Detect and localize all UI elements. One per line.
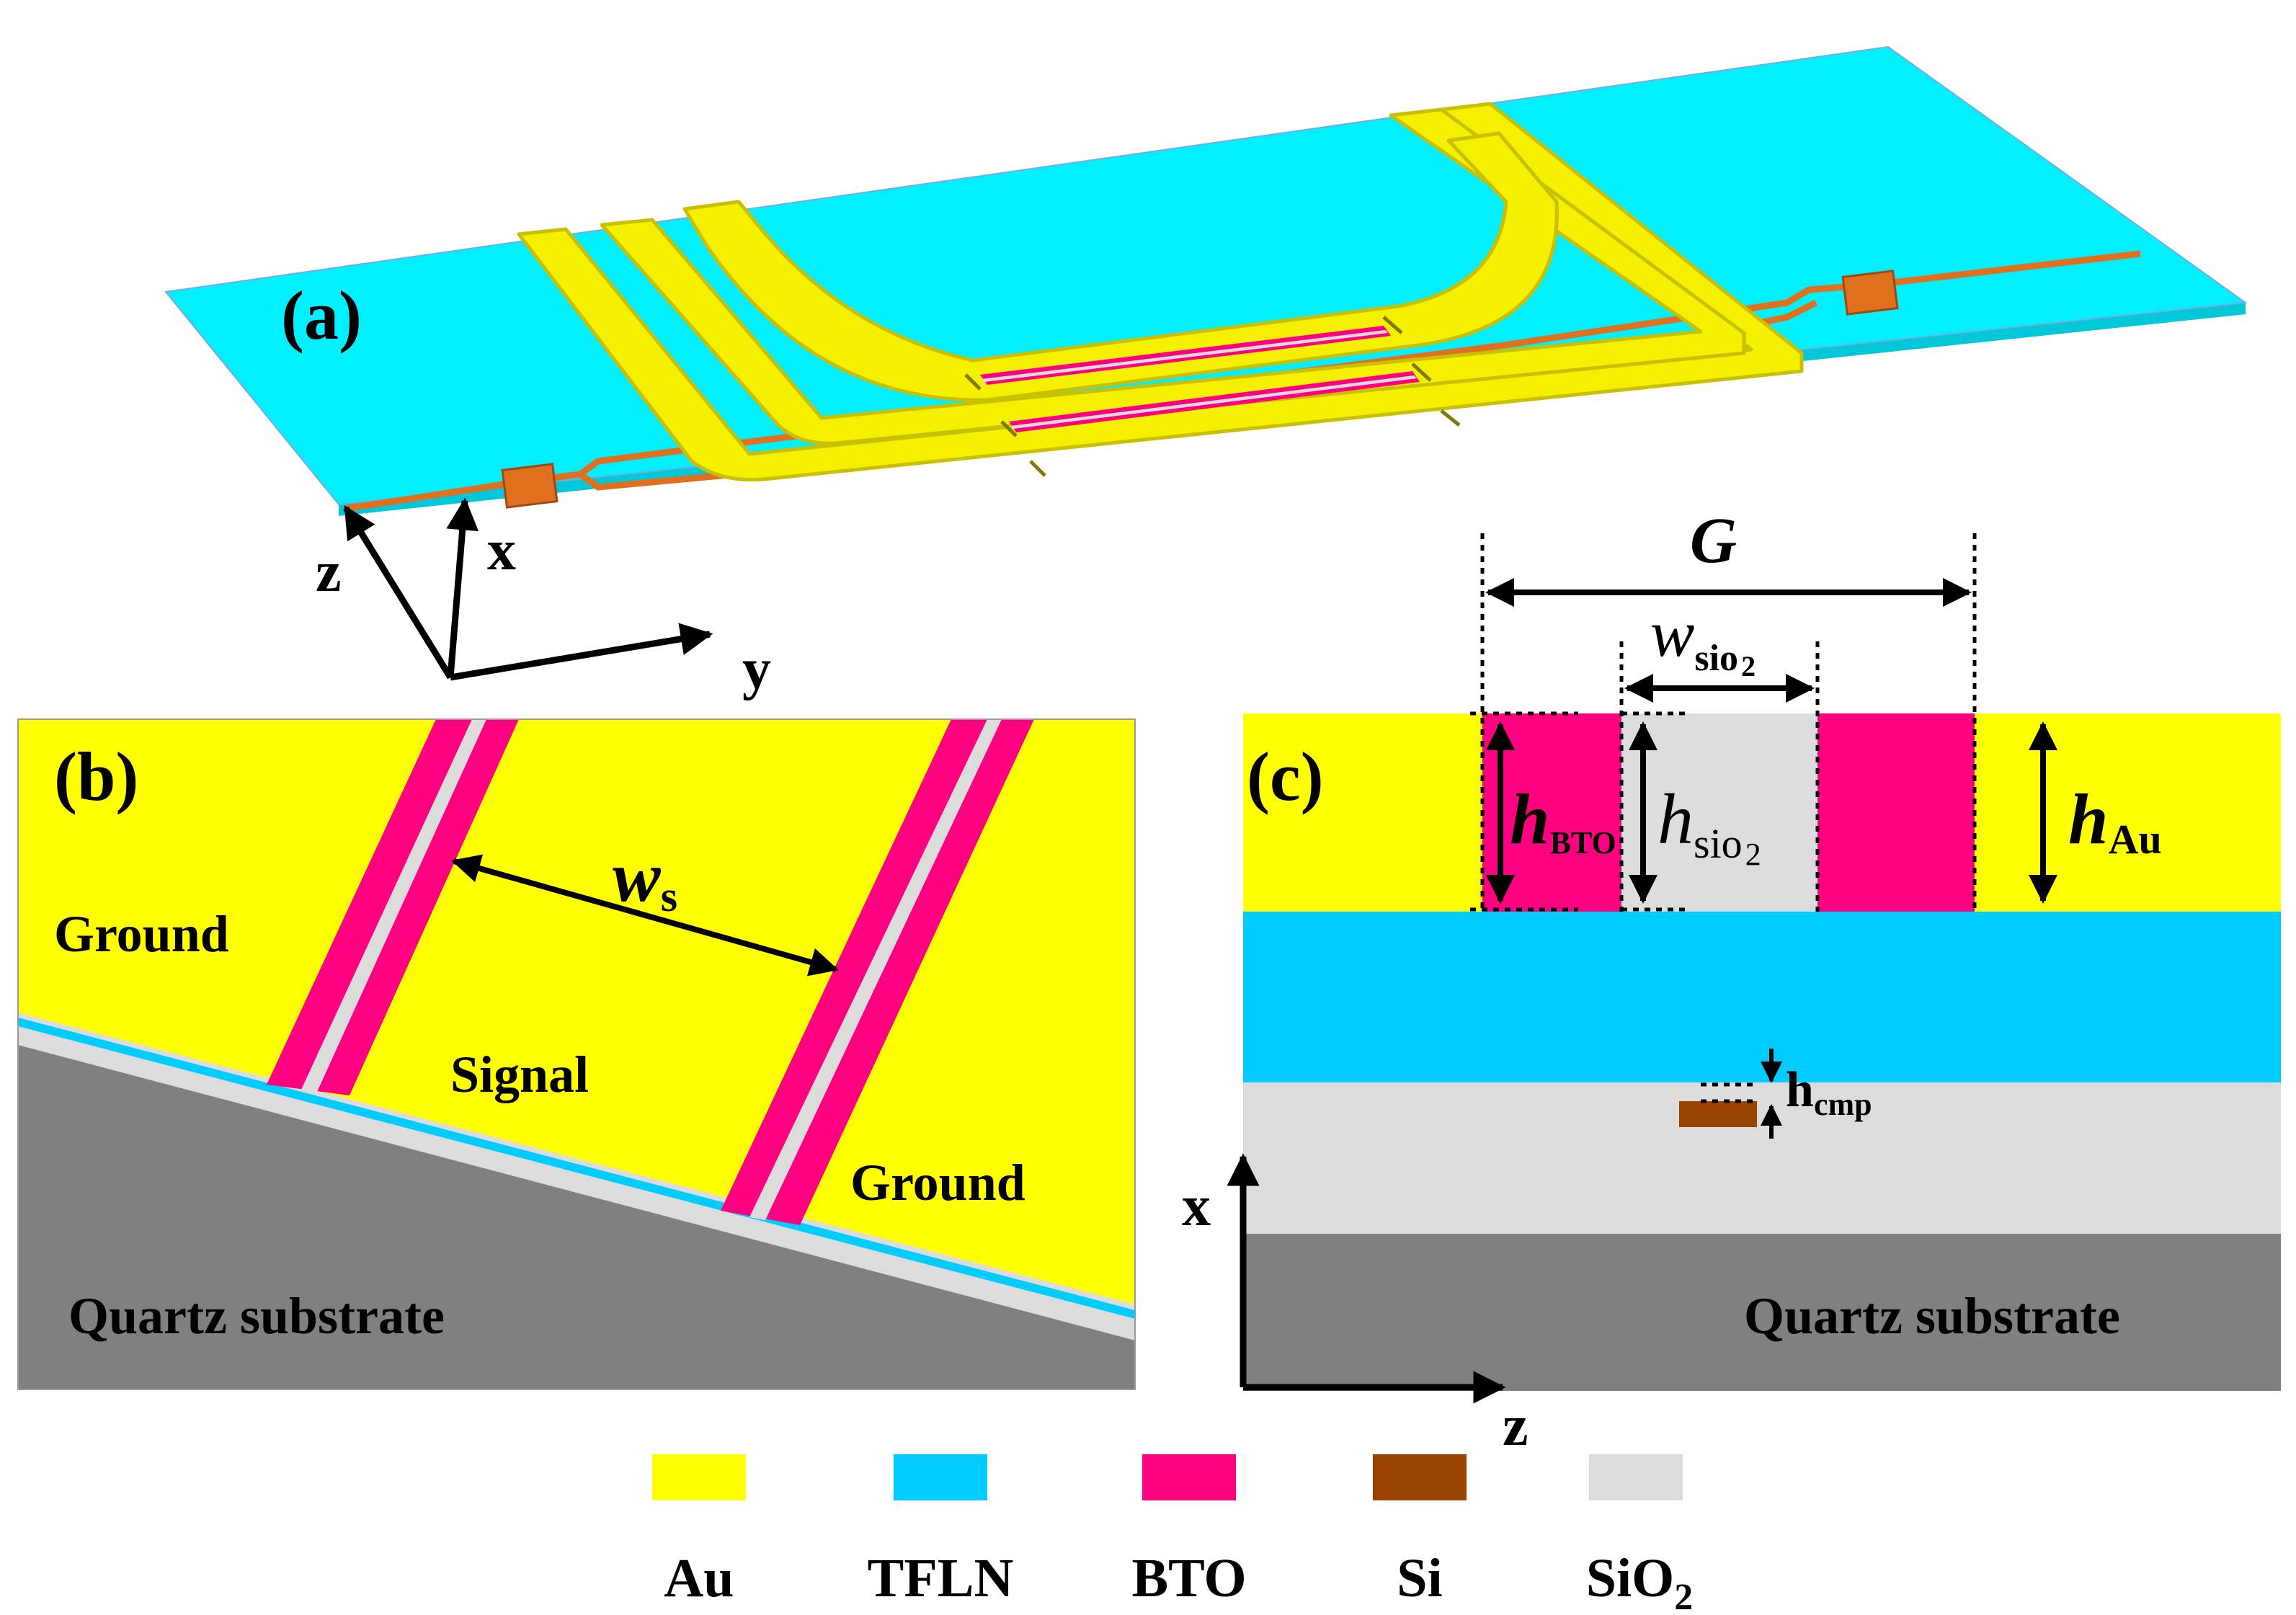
panel-b: (b) Ground Signal Ground Quartz substrat… <box>17 718 1136 1390</box>
h-au-label: hAu <box>2068 779 2162 863</box>
grating-coupler-left <box>501 463 559 509</box>
phase-shifter-strips <box>980 326 1420 432</box>
gap-g-label: G <box>1690 505 1737 577</box>
legend-label-sio2: SiO2 <box>1586 1548 1694 1615</box>
sio2-slot <box>1621 713 1817 912</box>
axis-y-label-a: y <box>742 638 771 701</box>
panel-b-quartz <box>18 1045 1135 1389</box>
legend-label-si: Si <box>1397 1548 1442 1609</box>
strip-right <box>721 719 1034 1225</box>
ws-arrow <box>451 854 839 976</box>
dimension-arrows <box>1485 578 2057 1139</box>
ground-left-label: Ground <box>54 905 229 963</box>
legend-swatch-au <box>652 1454 746 1500</box>
signal-label: Signal <box>450 1046 589 1103</box>
h-bto-label: hBTO <box>1510 779 1616 860</box>
h-cmp-label: hcmp <box>1786 1062 1872 1122</box>
legend-label-au: Au <box>664 1548 734 1609</box>
layer-tfln <box>1243 912 2281 1082</box>
substrate-label-b: Quartz substrate <box>68 1287 445 1345</box>
panel-a-label: (a) <box>281 277 362 354</box>
substrate-label-c: Quartz substrate <box>1744 1287 2120 1345</box>
legend-swatch-bto <box>1142 1454 1236 1500</box>
layer-sio2-bottom <box>1243 1082 2281 1234</box>
bto-right <box>1817 713 1975 912</box>
legend-swatch-tfln <box>894 1454 987 1500</box>
axis-x-label-a: x <box>487 519 516 582</box>
panel-a: (a) z x y <box>164 45 2248 701</box>
legend: Au TFLN BTO Si SiO2 <box>652 1454 1693 1615</box>
legend-swatch-si <box>1373 1454 1467 1500</box>
electrode-step-edges <box>964 316 1461 477</box>
si-waveguide <box>1679 1101 1757 1127</box>
panel-c-axes <box>1227 1153 1506 1404</box>
axis-x-label-c: x <box>1182 1175 1211 1238</box>
panel-b-label: (b) <box>54 738 138 815</box>
ws-label: ws <box>613 837 677 920</box>
layer-quartz <box>1243 1234 2281 1391</box>
h-sio2-label: hsio2 <box>1658 779 1761 872</box>
axis-z-label-c: z <box>1503 1394 1529 1458</box>
dimension-guides <box>1470 533 1977 1103</box>
axis-z-label-a: z <box>316 540 342 604</box>
legend-label-tfln: TFLN <box>868 1548 1014 1609</box>
panel-c-label: (c) <box>1247 738 1324 815</box>
grating-coupler-right <box>1841 270 1899 316</box>
strip-left <box>267 719 519 1095</box>
legend-swatch-sio2 <box>1589 1454 1683 1500</box>
ground-right-label: Ground <box>850 1154 1025 1211</box>
legend-label-bto: BTO <box>1131 1548 1246 1609</box>
panel-a-axes <box>343 497 713 681</box>
